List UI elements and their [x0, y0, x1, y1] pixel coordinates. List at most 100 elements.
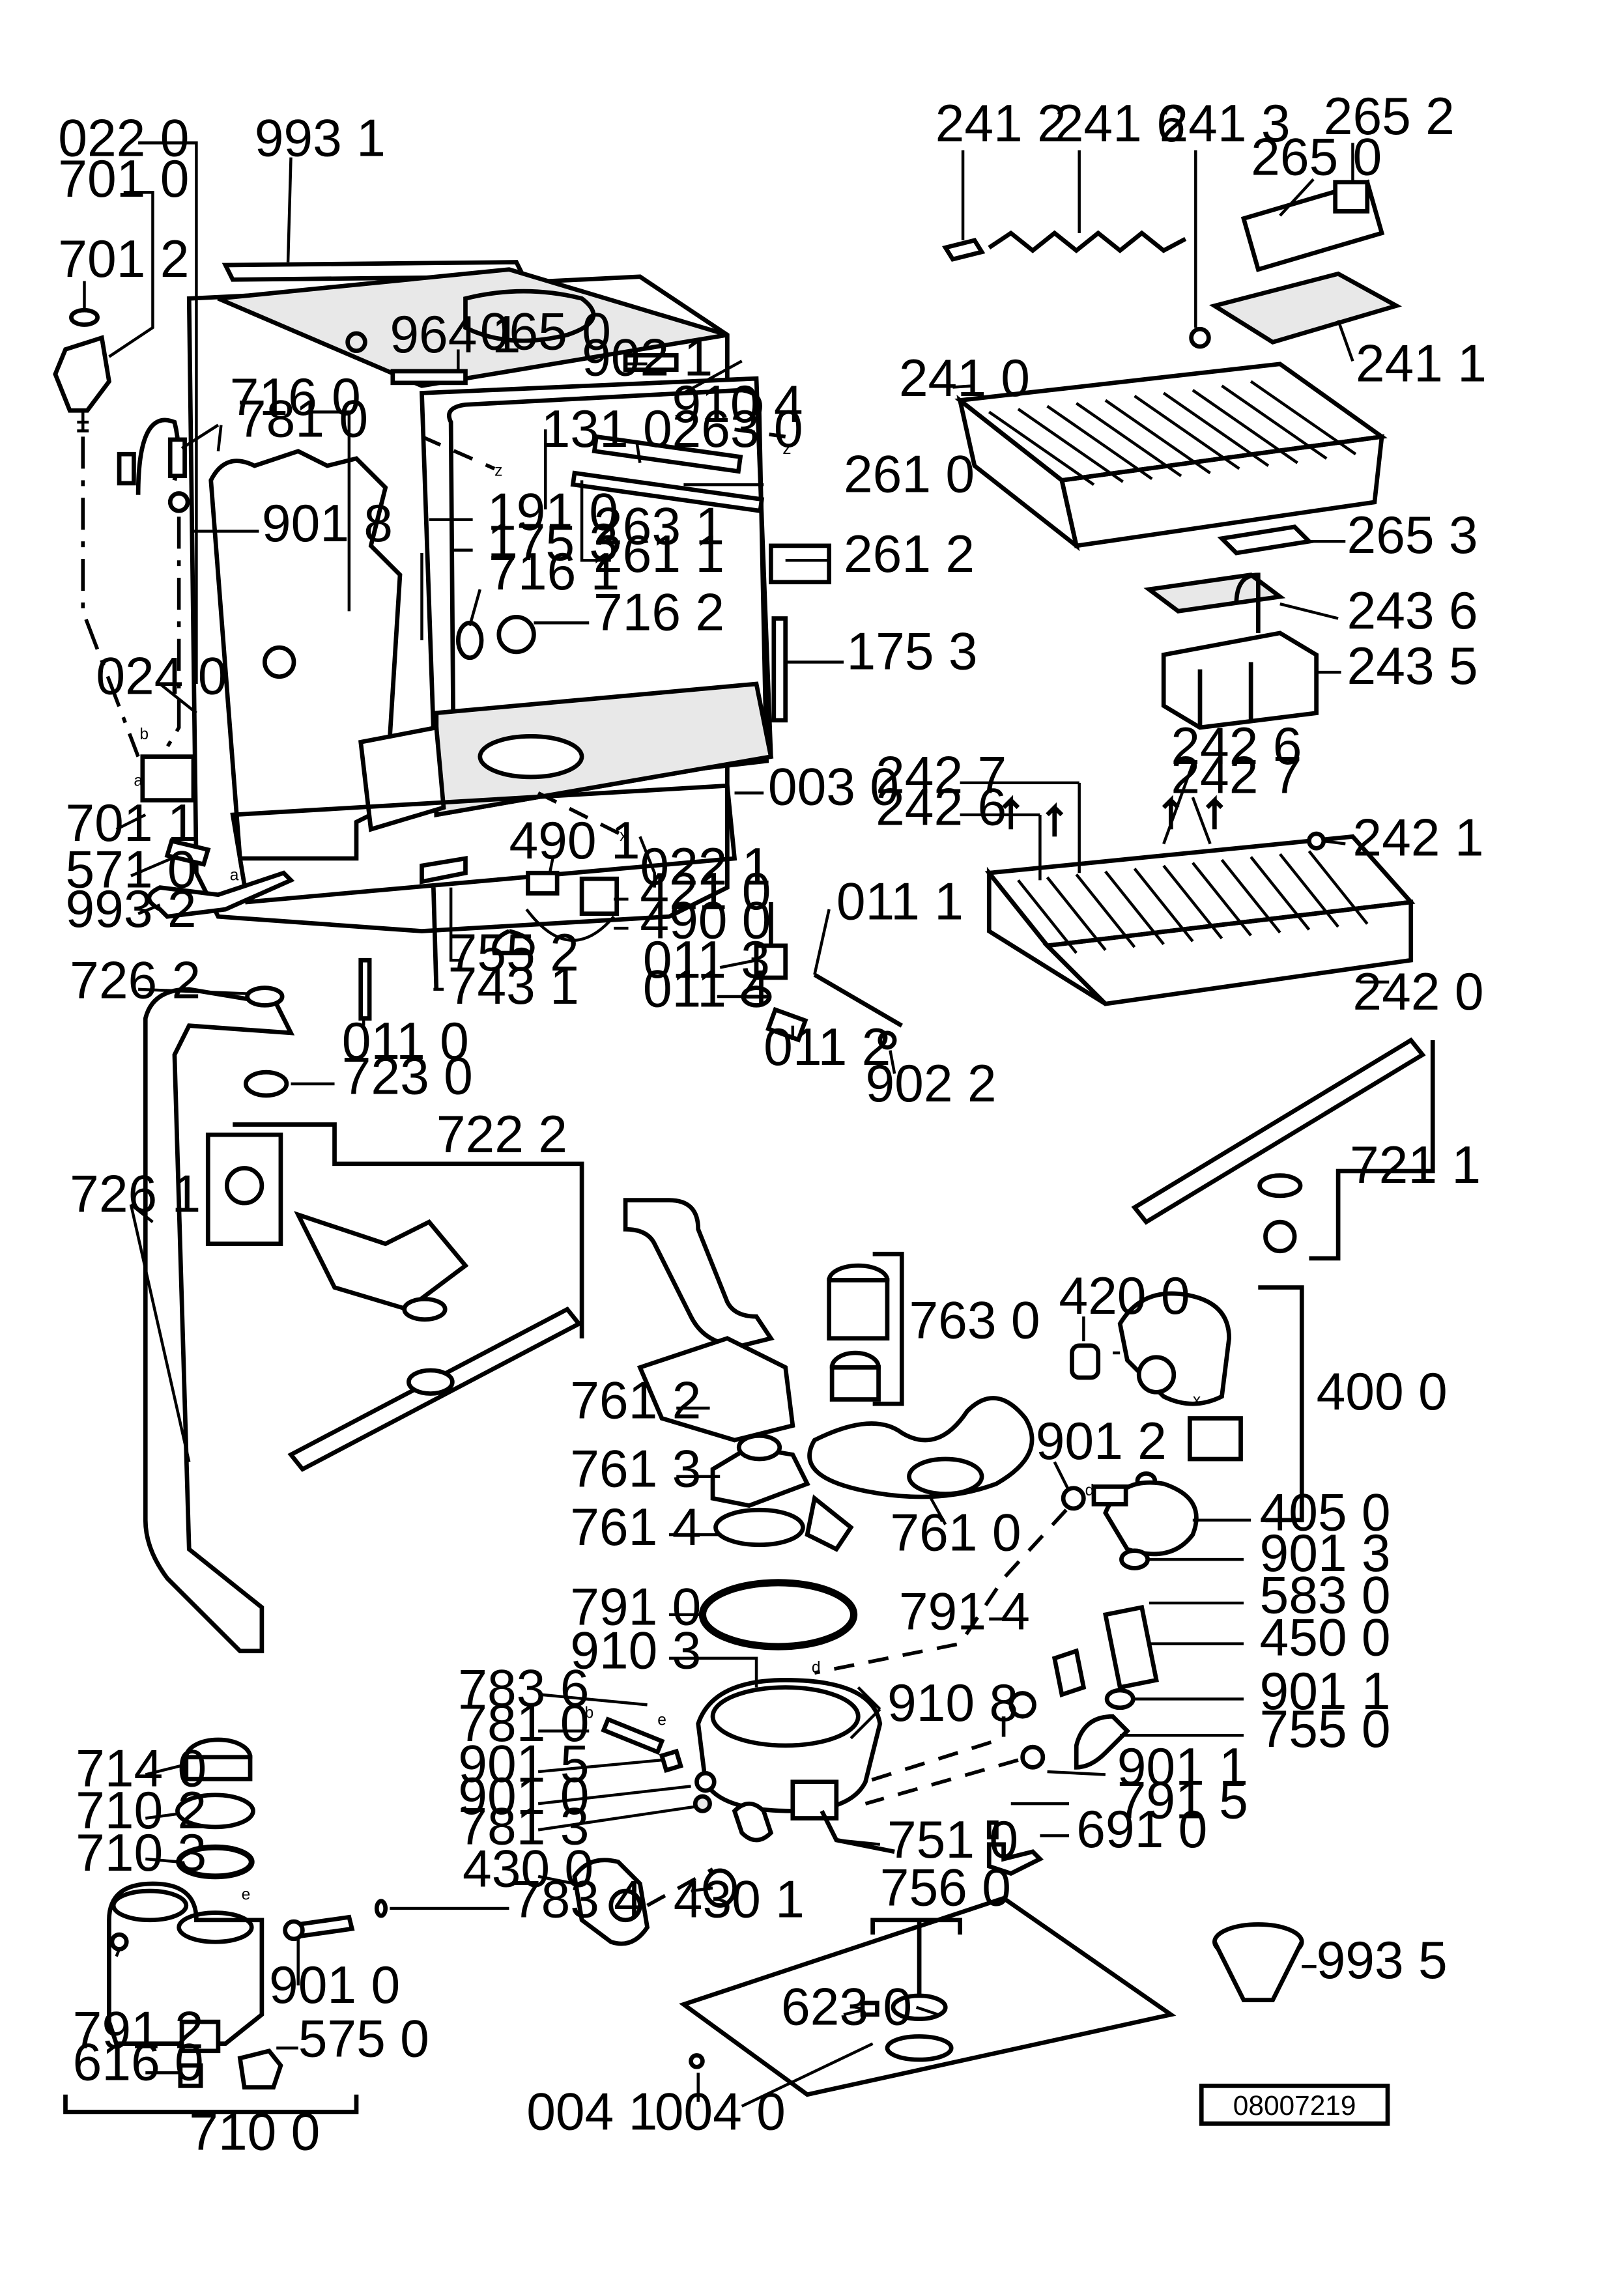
- label-261-0: 261 0: [844, 445, 975, 503]
- wheel-242-1: [1307, 831, 1326, 851]
- gasket-791-0: [698, 1579, 858, 1651]
- label-131-0: 131 0: [541, 400, 672, 459]
- bracket-motor: [1188, 1416, 1243, 1462]
- label-242-0: 242 0: [1352, 963, 1483, 1021]
- ref-letter-z-left: z: [494, 462, 502, 480]
- distributor-722-2: [205, 1132, 283, 1246]
- label-756-0: 756 0: [880, 1858, 1011, 1917]
- label-791-0: 791 0: [570, 1578, 701, 1637]
- top-hole: [345, 331, 367, 354]
- elbow-755-0: [1074, 1714, 1131, 1770]
- rail-261-0: [570, 470, 765, 514]
- nut-upper-arm: [1257, 1173, 1303, 1198]
- hose-route-lower: [864, 1758, 1019, 1806]
- cable-490-0: [525, 908, 615, 942]
- label-575-0: 575 0: [298, 2010, 429, 2069]
- label-901-0-center: 901 0: [458, 1767, 589, 1826]
- spray-arm-bearing-716-2: [496, 614, 536, 655]
- drawing-number-box: 08007219: [1199, 2083, 1390, 2126]
- cutlery-handle: [1234, 573, 1261, 633]
- label-901-0-softener: 901 0: [269, 1956, 400, 2015]
- label-003-0: 003 0: [768, 758, 899, 816]
- lower-basket-assembly: [984, 795, 1416, 1006]
- softener-salt-opening: [111, 1888, 189, 1923]
- ref-letter-a-bracket: a: [134, 772, 143, 789]
- ref-letter-x-base: x: [620, 827, 628, 845]
- sump-assembly: [572, 1198, 1035, 1946]
- label-242-1: 242 1: [1352, 808, 1483, 867]
- distributor-hub: [224, 1166, 264, 1206]
- label-420-0: 420 0: [1059, 1267, 1190, 1325]
- label-710-2: 710 2: [76, 1781, 207, 1840]
- label-781-3: 781 3: [458, 1798, 589, 1856]
- label-242-6-top: 242 6: [1171, 717, 1302, 776]
- gasket-726-2: [245, 985, 285, 1008]
- label-024-0: 024 0: [96, 647, 227, 706]
- label-716-2: 716 2: [593, 583, 724, 642]
- heater-781-0: [601, 1716, 665, 1755]
- label-743-1: 743 1: [448, 957, 579, 1015]
- cap-body: [184, 1755, 253, 1781]
- holder-490-1: [526, 870, 560, 896]
- leader-lines: [83, 141, 1390, 2108]
- bolt-011-0: [358, 957, 372, 1021]
- hose-route-d: [814, 1509, 1068, 1675]
- label-430-1: 430 1: [674, 1870, 805, 1929]
- label-241-6: 241 6: [1055, 94, 1186, 153]
- label-910-8: 910 8: [887, 1674, 1018, 1733]
- flap: [805, 1494, 854, 1552]
- label-191-0: 191 0: [487, 483, 618, 541]
- funnel-stem: [77, 410, 89, 432]
- label-710-3: 710 3: [76, 1824, 207, 1882]
- label-691-0: 691 0: [1076, 1800, 1207, 1859]
- ref-z-line-right: [734, 427, 786, 439]
- label-263-1: 263 1: [593, 498, 724, 556]
- ref-x-line: [537, 791, 627, 838]
- label-022-1: 022 1: [640, 838, 771, 896]
- label-791-4: 791 4: [899, 1582, 1030, 1641]
- clip-901-5: [659, 1748, 684, 1774]
- ref-letter-e-softener: e: [242, 1886, 251, 1904]
- spray-pipe-assembly: [143, 985, 584, 1654]
- label-241-0: 241 0: [899, 349, 1030, 408]
- label-490-0: 490 0: [640, 892, 771, 950]
- washer-stack: [402, 1297, 448, 1322]
- rail-end-261-2: [768, 543, 832, 585]
- bracket-710-0: [63, 2094, 359, 2114]
- support-755-2: [420, 855, 468, 885]
- spray-arm-721-1: [1131, 1037, 1426, 1225]
- upper-basket-side: [1059, 434, 1384, 548]
- side-strip-175-3: [771, 616, 788, 723]
- label-755-0: 755 0: [1260, 1700, 1391, 1759]
- cup-shelf-241-1: [1208, 271, 1403, 345]
- label-964-1: 964 1: [390, 305, 521, 364]
- label-265-0: 265 0: [1251, 128, 1382, 187]
- label-763-0: 763 0: [909, 1292, 1040, 1350]
- label-701-0: 701 0: [58, 150, 189, 208]
- label-993-1: 993 1: [255, 109, 386, 168]
- supply-pipe-726-1: [143, 987, 295, 1654]
- label-761-0: 761 0: [890, 1504, 1021, 1563]
- label-022-0: 022 0: [58, 109, 189, 168]
- upper-spray-arm: [1131, 1037, 1435, 1261]
- screw-004-1: [689, 2053, 705, 2069]
- switch-623-0: [860, 2000, 879, 2017]
- clip-241-2: [941, 238, 986, 262]
- tub-assembly: [186, 260, 832, 933]
- label-175-3: 175 3: [846, 623, 977, 681]
- sump-outlet: [790, 1779, 839, 1821]
- label-421-0: 421 0: [640, 862, 771, 921]
- pipe-upper-sump: [623, 1198, 775, 1348]
- plate-011-2: [765, 1006, 808, 1043]
- ref-letter-b-heater: b: [585, 1704, 594, 1722]
- label-902-2: 902 2: [865, 1055, 996, 1113]
- label-721-1: 721 1: [1350, 1136, 1481, 1195]
- label-901-2: 901 2: [1036, 1412, 1167, 1471]
- filter-plate-hole: [907, 1456, 984, 1496]
- label-490-1: 490 1: [509, 812, 640, 870]
- label-901-1-lower: 901 1: [1117, 1738, 1248, 1796]
- ring-783-4: [374, 1899, 388, 1918]
- label-910-3: 910 3: [570, 1622, 701, 1680]
- ref-letter-z-right: z: [782, 438, 791, 458]
- side-port: [263, 645, 296, 679]
